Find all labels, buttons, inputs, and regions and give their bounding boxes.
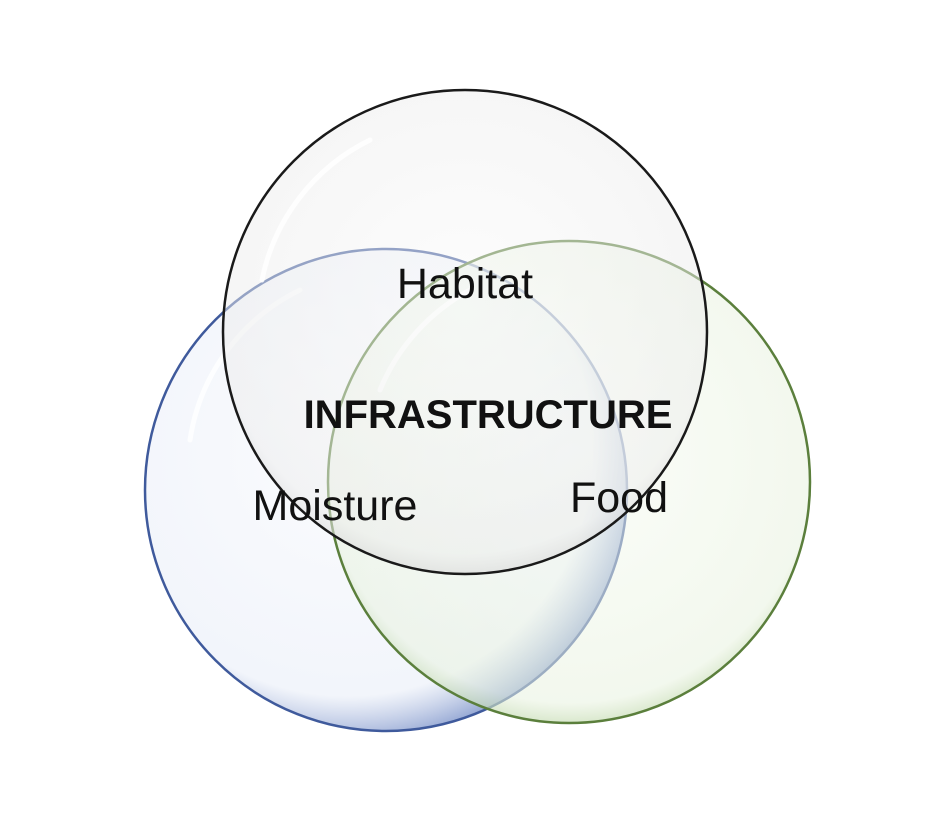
food-label: Food	[570, 474, 668, 522]
habitat-circle	[221, 88, 709, 576]
habitat-highlight	[259, 137, 373, 283]
moisture-label: Moisture	[253, 482, 418, 530]
habitat-label: Habitat	[397, 260, 533, 308]
center-label: INFRASTRUCTURE	[304, 393, 673, 437]
set-habitat	[221, 88, 709, 576]
